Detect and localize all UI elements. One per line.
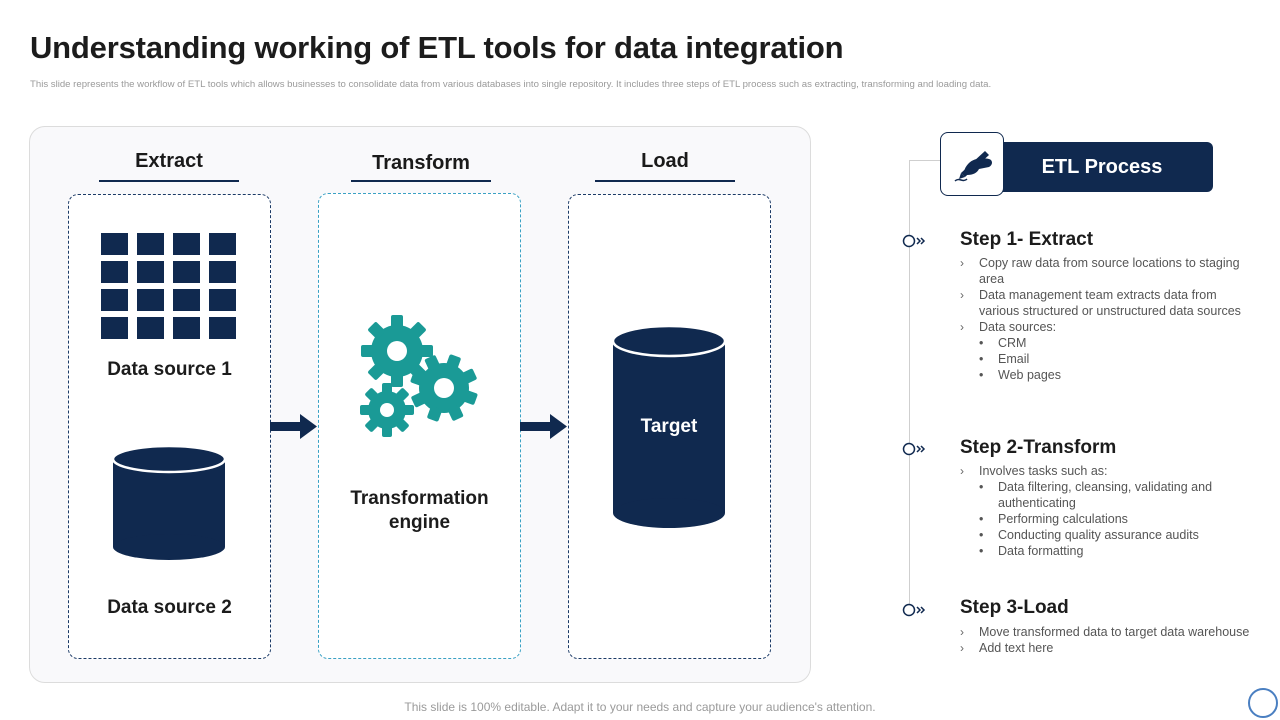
data-source-1-label: Data source 1 xyxy=(107,359,232,380)
list-item: ›Involves tasks such as: xyxy=(960,464,1108,478)
etl-process-title: ETL Process xyxy=(1041,156,1163,178)
timeline-connector xyxy=(909,160,944,161)
arrow-right-icon xyxy=(270,414,317,439)
step-2-title: Step 2-Transform xyxy=(960,437,1117,458)
list-item: ›Data management team extracts data from… xyxy=(960,288,1241,318)
page-title: Understanding working of ETL tools for d… xyxy=(30,30,844,65)
sub-list-item: •Web pages xyxy=(979,368,1062,382)
step-3-title: Step 3-Load xyxy=(960,597,1069,618)
step-2-list: ›Involves tasks such as: •Data filtering… xyxy=(960,463,1250,559)
sub-list-item: •Conducting quality assurance audits xyxy=(979,528,1199,542)
etl-process-banner xyxy=(990,142,1213,192)
transform-heading: Transform xyxy=(372,152,470,174)
transform-box xyxy=(318,193,521,659)
list-item: ›Copy raw data from source locations to … xyxy=(960,256,1240,286)
arrow-right-icon xyxy=(520,414,567,439)
step-1-list: ›Copy raw data from source locations to … xyxy=(960,255,1250,383)
extract-underline xyxy=(99,180,239,182)
list-item: ›Move transformed data to target data wa… xyxy=(960,625,1250,639)
gears-icon xyxy=(360,315,478,437)
hand-writing-icon xyxy=(940,132,1004,196)
step-1-title: Step 1- Extract xyxy=(960,229,1094,250)
page-subtitle: This slide represents the workflow of ET… xyxy=(30,79,992,90)
extract-heading: Extract xyxy=(135,150,203,172)
engine-label-line1: Transformation xyxy=(350,488,489,509)
target-database-icon xyxy=(612,324,726,528)
sub-list-item: •Performing calculations xyxy=(979,512,1128,526)
load-heading: Load xyxy=(641,150,689,172)
list-item: ›Data sources: xyxy=(960,320,1057,334)
target-label: Target xyxy=(640,416,698,437)
database-icon xyxy=(112,445,226,560)
timeline-node-icon xyxy=(902,442,926,456)
sub-list-item: •Data formatting xyxy=(979,544,1084,558)
transform-underline xyxy=(351,180,491,182)
list-item: ›Add text here xyxy=(960,641,1054,655)
engine-label-line2: engine xyxy=(388,512,451,533)
sub-list-item: •CRM xyxy=(979,336,1027,350)
data-source-2-label: Data source 2 xyxy=(107,597,232,618)
load-underline xyxy=(595,180,735,182)
timeline-line xyxy=(909,160,910,610)
timeline-node-icon xyxy=(902,234,926,248)
corner-circle-icon xyxy=(1248,688,1278,718)
sub-list-item: •Email xyxy=(979,352,1030,366)
sub-list-item: •Data filtering, cleansing, validating a… xyxy=(979,480,1213,510)
table-grid-icon xyxy=(101,233,237,341)
step-3-list: ›Move transformed data to target data wa… xyxy=(960,624,1250,656)
footer-note: This slide is 100% editable. Adapt it to… xyxy=(404,700,876,714)
timeline-node-icon xyxy=(902,603,926,617)
